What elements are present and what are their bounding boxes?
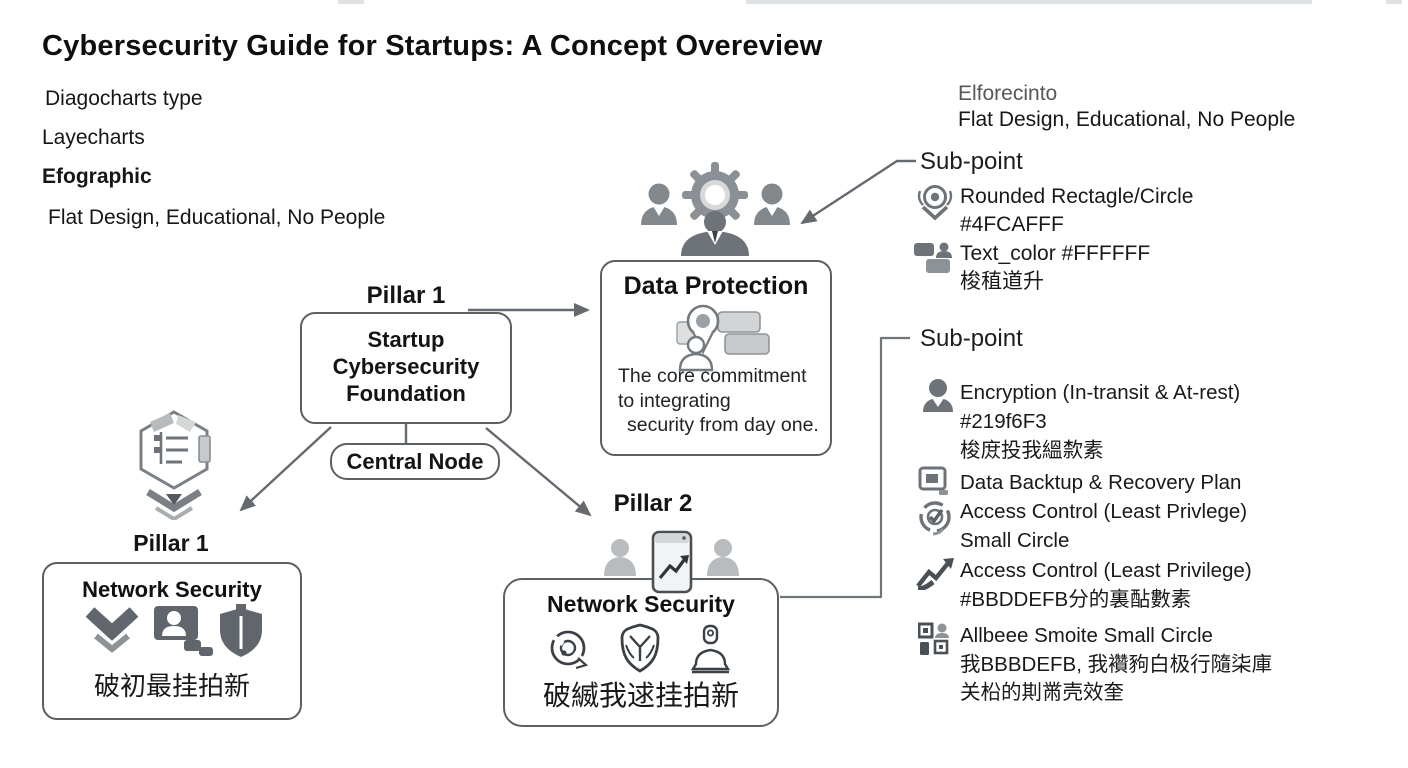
page-title: Cybersecurity Guide for Startups: A Conc…: [42, 30, 823, 62]
shield-icon: [220, 604, 262, 657]
right-header-subtitle: Flat Design, Educational, No People: [958, 108, 1296, 131]
emblem-badge-icon: [917, 185, 953, 221]
subpoint2-item-line: #BBDDEFB分的裏酟數素: [960, 588, 1192, 611]
top-edge-mark: [746, 0, 1312, 4]
subpoint2-item-line: Access Control (Least Privlege): [960, 500, 1248, 523]
data-protection-title: Data Protection: [623, 272, 809, 300]
arrow-central-to-pillar1: [239, 426, 332, 512]
seal-stamp-icon: [690, 624, 731, 674]
target-check-icon: [919, 501, 951, 536]
recycle-donut-icon: [550, 630, 589, 670]
pillar2-box-title: Network Security: [547, 591, 735, 617]
subpoint2-item-line: 关柗的剘黹壳效奎: [960, 681, 1124, 704]
trend-up-icon: [916, 558, 954, 590]
subpoint2-item-line: Access Control (Least Privilege): [960, 559, 1252, 582]
team-gear-icon: [641, 162, 790, 256]
subpoint2-item-line: Allbeee Smoite Small Circle: [960, 624, 1213, 647]
subpoint1-item-line: Rounded Rectagle/Circle: [960, 185, 1194, 208]
pillar2-phone-people-icon: [604, 530, 739, 594]
left-panel-line: Flat Design, Educational, No People: [48, 206, 386, 229]
subpoint2-item: Access Control (Least Privilege) #BBDDEF…: [960, 556, 1252, 614]
subpoint2-item-line: #219f6F3: [960, 410, 1047, 433]
data-protection-desc-line: The core commitment: [618, 365, 807, 387]
people-chat-icon: [914, 242, 952, 273]
person-icon: [923, 379, 953, 412]
shield-helmet-icon: [620, 623, 660, 673]
right-header-title: Elforecinto: [958, 82, 1058, 105]
top-edge-mark: [1386, 0, 1402, 4]
subpoint1-item-line: 梭稙道升: [960, 270, 1044, 293]
monitor-icon: [918, 466, 948, 495]
subpoint2-item-line: Encryption (In-transit & At-rest): [960, 381, 1241, 404]
subpoint1-item: Text_color #FFFFFF 梭稙道升: [960, 240, 1150, 296]
subpoint2-item-line: 梭庻投我縕歀素: [960, 439, 1104, 462]
pillar1-cjk-text: 破初最挂拍新: [93, 671, 250, 701]
left-panel-line: Diagocharts type: [45, 87, 203, 110]
left-panel-line: Layecharts: [42, 126, 145, 149]
pillar2-box-icons: [550, 623, 731, 674]
pillar2-cjk-text: 破縅我逑挂拍新: [542, 680, 739, 711]
arrow-subpoint1-to-icons: [800, 159, 916, 225]
pillar2-label: Pillar 2: [613, 490, 693, 517]
data-protection-icon: [676, 304, 770, 372]
person-workstation-icon: [154, 606, 213, 656]
subpoint2-heading: Sub-point: [920, 325, 1023, 352]
subpoint2-item: Data Backtup & Recovery Plan: [960, 468, 1241, 497]
pillar1-box-icons: [85, 604, 262, 657]
qr-code-icon: [918, 622, 949, 655]
pillar1-box-title: Network Security: [82, 577, 262, 602]
central-node-box: Central Node: [330, 443, 500, 480]
top-edge-mark: [338, 0, 364, 4]
hexagon-checklist-icon: [139, 410, 211, 520]
subpoint1-item-line: #4FCAFFF: [960, 213, 1064, 236]
subpoint2-item: Access Control (Least Privlege) Small Ci…: [960, 497, 1247, 555]
bracket-subpoint2-to-pillar2: [780, 336, 910, 599]
subpoint2-item: Allbeee Smoite Small Circle 我BBBDEFB, 我襸…: [960, 622, 1272, 708]
data-protection-desc-line: to integrating: [618, 390, 731, 412]
subpoint2-item-line: Data Backtup & Recovery Plan: [960, 471, 1242, 494]
central-pillar-label: Pillar 1: [366, 282, 446, 309]
central-node-label: Central Node: [346, 449, 484, 474]
central-box-line: Startup: [367, 327, 445, 352]
subpoint1-heading: Sub-point: [920, 148, 1023, 175]
central-foundation-box: Startup Cybersecurity Foundation: [300, 312, 512, 424]
subpoint1-item-line: Text_color #FFFFFF: [960, 242, 1151, 265]
chevron-down-icon: [85, 607, 139, 653]
subpoint2-item: Encryption (In-transit & At-rest) #219f6…: [960, 378, 1240, 465]
subpoint1-item: Rounded Rectagle/Circle #4FCAFFF: [960, 183, 1193, 239]
left-panel-line: Efographic: [42, 165, 152, 188]
arrow-central-to-pillar2: [485, 427, 592, 517]
central-box-line: Foundation: [346, 381, 466, 406]
subpoint2-item-line: Small Circle: [960, 529, 1070, 552]
data-protection-box: Data Protection: [600, 260, 832, 456]
central-box-text: Startup Cybersecurity Foundation: [302, 314, 510, 407]
data-protection-desc-line: security from day one.: [627, 414, 819, 436]
pillar1-left-label: Pillar 1: [133, 530, 209, 556]
subpoint2-item-line: 我BBBDEFB, 我襸豞白极行隨柒庫: [960, 652, 1273, 676]
central-box-line: Cybersecurity: [332, 354, 480, 379]
